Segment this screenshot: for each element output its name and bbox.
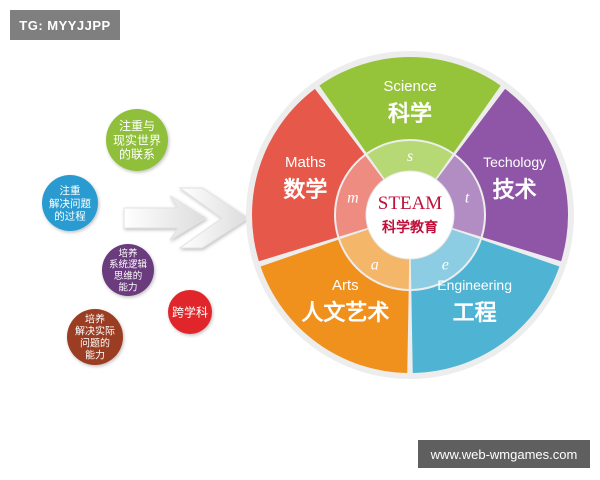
bubble: 跨学科 bbox=[168, 290, 212, 334]
center-subtitle: 科学教育 bbox=[382, 219, 438, 236]
bubble-circle bbox=[106, 109, 168, 171]
segment-label-zh: 数学 bbox=[283, 177, 327, 203]
bubble-circle bbox=[42, 175, 98, 231]
inner-segment-science bbox=[367, 140, 453, 179]
bubble-text: 解决实际 bbox=[75, 325, 115, 338]
bubble-text: 的联系 bbox=[119, 147, 155, 162]
segment-label-zh: 科学 bbox=[388, 101, 432, 127]
bubble-text: 系统逻辑 bbox=[109, 259, 148, 271]
segment-label-en: Engineering bbox=[437, 277, 512, 293]
bubble-circle bbox=[168, 290, 212, 334]
bubble-text: 解决问题 bbox=[49, 197, 91, 210]
inner-segment-techology bbox=[436, 155, 485, 237]
bubble-circle bbox=[102, 244, 154, 296]
segment-letter: m bbox=[347, 189, 359, 206]
center-title: STEAM bbox=[378, 193, 443, 214]
segment-label-zh: 人文艺术 bbox=[301, 300, 389, 326]
bubble-text: 思维的 bbox=[114, 270, 143, 282]
bubble-text: 注重与 bbox=[119, 118, 155, 133]
segment-label-en: Science bbox=[383, 78, 436, 95]
segment-label-zh: 技术 bbox=[493, 178, 537, 203]
segment-letter: s bbox=[407, 148, 413, 165]
watermark-tag: TG: MYYJJPP bbox=[10, 10, 120, 40]
segment-letter: e bbox=[442, 257, 449, 274]
segment-arts bbox=[260, 239, 409, 373]
segment-letter: t bbox=[465, 189, 470, 206]
inner-segment-maths bbox=[336, 155, 384, 237]
bubble-text: 问题的 bbox=[80, 337, 110, 350]
arrow-icon bbox=[123, 195, 207, 241]
bubble-text: 注重 bbox=[60, 184, 81, 197]
bubble-text: 培养 bbox=[85, 313, 105, 326]
segment-science bbox=[319, 56, 501, 153]
segment-engineering bbox=[411, 239, 560, 373]
chevron-right-icon bbox=[178, 187, 249, 249]
bubble-text: 现实世界 bbox=[113, 132, 161, 147]
watermark-site: www.web-wmgames.com bbox=[418, 440, 590, 468]
segment-label-en: Arts bbox=[332, 277, 359, 294]
bubble-circle bbox=[67, 309, 123, 365]
segment-techology bbox=[455, 88, 568, 262]
segment-maths bbox=[252, 88, 365, 262]
bubble-text: 培养 bbox=[118, 247, 138, 259]
inner-segment-engineering bbox=[410, 229, 480, 289]
bubble-text: 能力 bbox=[85, 349, 105, 362]
center-circle bbox=[365, 170, 455, 260]
inner-segment-arts bbox=[340, 229, 410, 289]
segment-letter: a bbox=[371, 257, 379, 274]
bubble-text: 能力 bbox=[118, 282, 137, 294]
segment-label-en: Techology bbox=[483, 154, 546, 170]
bubble-text: 跨学科 bbox=[172, 304, 208, 319]
bubble-text: 的过程 bbox=[54, 209, 86, 222]
segment-label-zh: 工程 bbox=[453, 301, 497, 326]
segment-label-en: Maths bbox=[285, 154, 326, 171]
